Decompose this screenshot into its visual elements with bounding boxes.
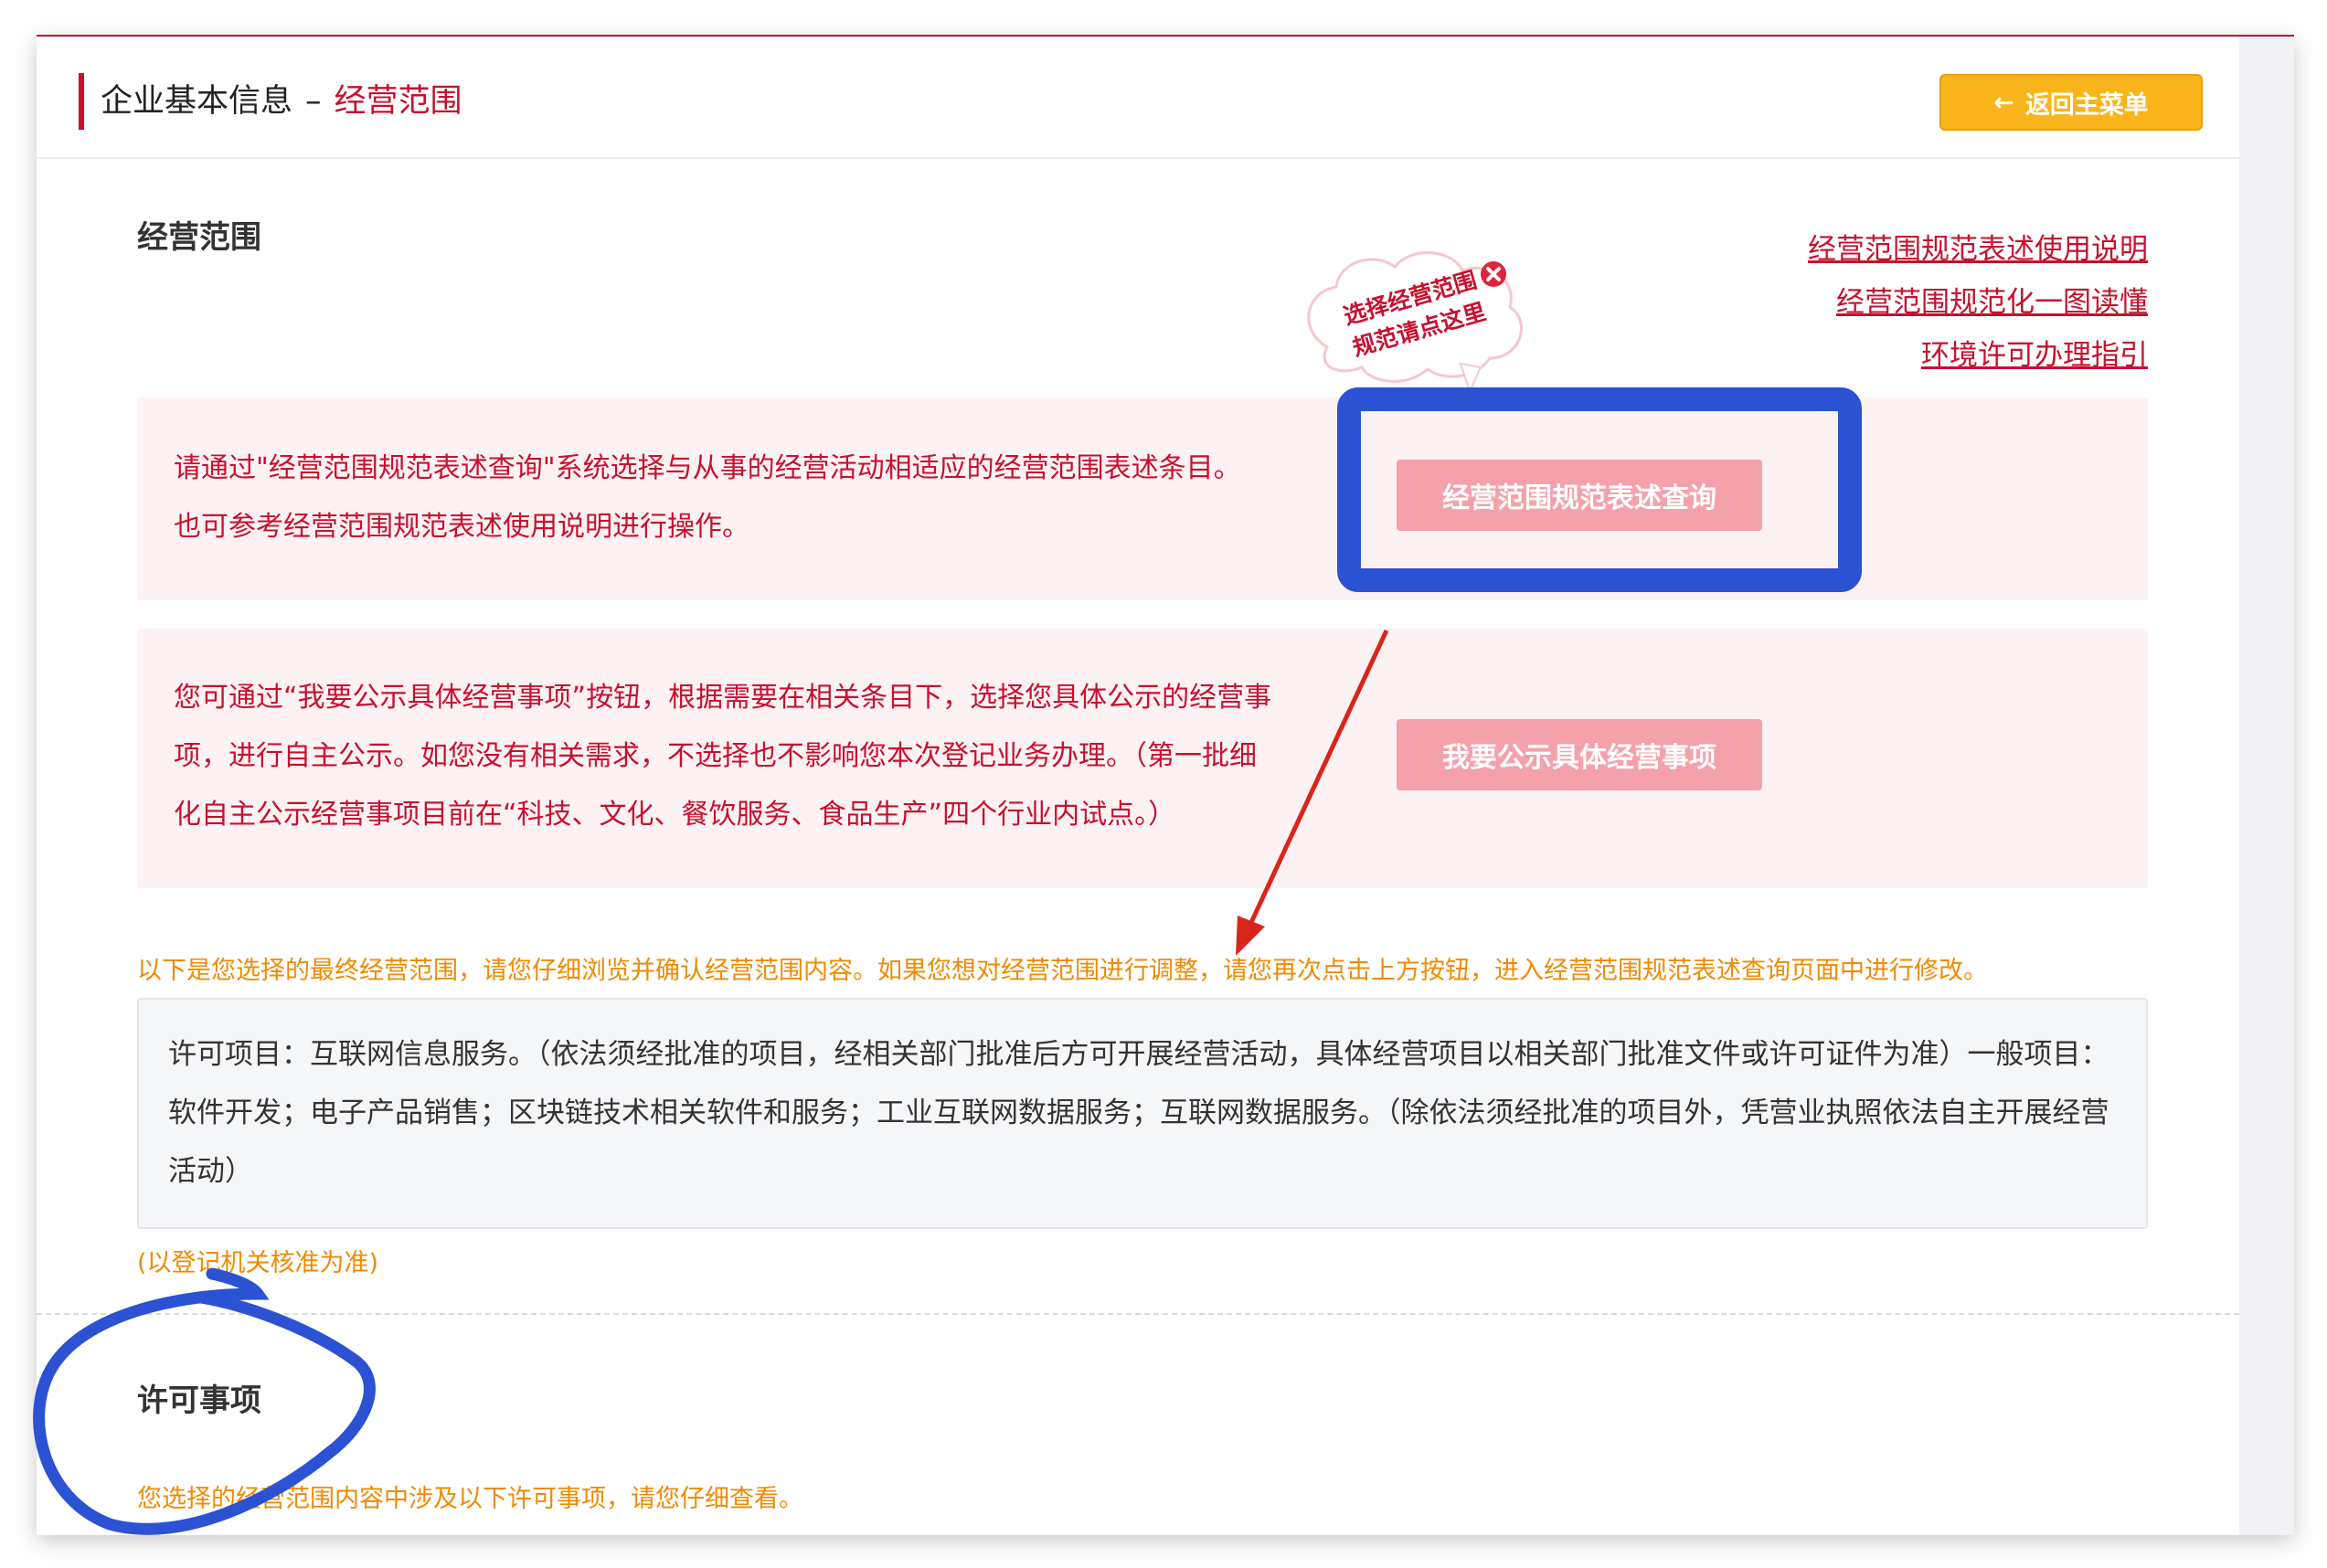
page-title-main: 企业基本信息 (101, 83, 293, 120)
scrollbar-track[interactable] (2239, 37, 2294, 1535)
publish-matters-line-2: 项，进行自主公示。如您没有相关需求，不选择也不影响您本次登记业务办理。（第一批细 (174, 740, 1257, 772)
final-scope-content: 许可项目：互联网信息服务。（依法须经批准的项目，经相关部门批准后方可开展经营活动… (137, 998, 2148, 1229)
license-section-title: 许可事项 (137, 1383, 261, 1419)
publish-matters-button[interactable]: 我要公示具体经营事项 (1397, 719, 1762, 790)
registration-footnote: (以登记机关核准为准) (137, 1249, 379, 1277)
top-accent-line (37, 35, 2294, 37)
header-accent-bar (79, 73, 84, 130)
scope-section-title: 经营范围 (137, 219, 261, 256)
page-title-separator: – (305, 83, 322, 120)
page-title: 企业基本信息–经营范围 (101, 79, 462, 124)
section-divider (37, 1313, 2239, 1315)
license-notice: 您选择的经营范围内容中涉及以下许可事项，请您仔细查看。 (137, 1485, 803, 1513)
link-scope-usage-guide[interactable]: 经营范围规范表述使用说明 (1808, 233, 2148, 266)
scope-confirm-notice: 以下是您选择的最终经营范围，请您仔细浏览并确认经营范围内容。如果您想对经营范围进… (137, 957, 1988, 985)
scope-query-line-1: 请通过"经营范围规范表述查询"系统选择与从事的经营活动相适应的经营范围表述条目。 (174, 452, 1241, 484)
scope-query-line-2: 也可参考经营范围规范表述使用说明进行操作。 (174, 511, 749, 543)
link-env-permit-guide[interactable]: 环境许可办理指引 (1921, 339, 2148, 372)
link-scope-infographic[interactable]: 经营范围规范化一图读懂 (1836, 286, 2148, 319)
publish-matters-line-3: 化自主公示经营事项目前在“科技、文化、餐饮服务、食品生产”四个行业内试点。） (174, 799, 1176, 831)
help-links: 经营范围规范表述使用说明 经营范围规范化一图读懂 环境许可办理指引 (1808, 223, 2148, 382)
back-button-label: 返回主菜单 (2024, 90, 2149, 120)
publish-matters-panel (137, 629, 2148, 888)
publish-matters-line-1: 您可通过“我要公示具体经营事项”按钮，根据需要在相关条目下，选择您具体公示的经营… (174, 682, 1272, 714)
scope-query-instructions: 请通过"经营范围规范表述查询"系统选择与从事的经营活动相适应的经营范围表述条目。… (174, 440, 1362, 556)
arrow-left-icon: ← (1993, 88, 2014, 117)
scope-query-button[interactable]: 经营范围规范表述查询 (1397, 460, 1762, 531)
publish-matters-instructions: 您可通过“我要公示具体经营事项”按钮，根据需要在相关条目下，选择您具体公示的经营… (174, 669, 1362, 844)
page-title-sub: 经营范围 (334, 83, 462, 120)
back-to-menu-button[interactable]: ← 返回主菜单 (1939, 74, 2203, 131)
page-header: 企业基本信息–经营范围 (37, 37, 2239, 159)
